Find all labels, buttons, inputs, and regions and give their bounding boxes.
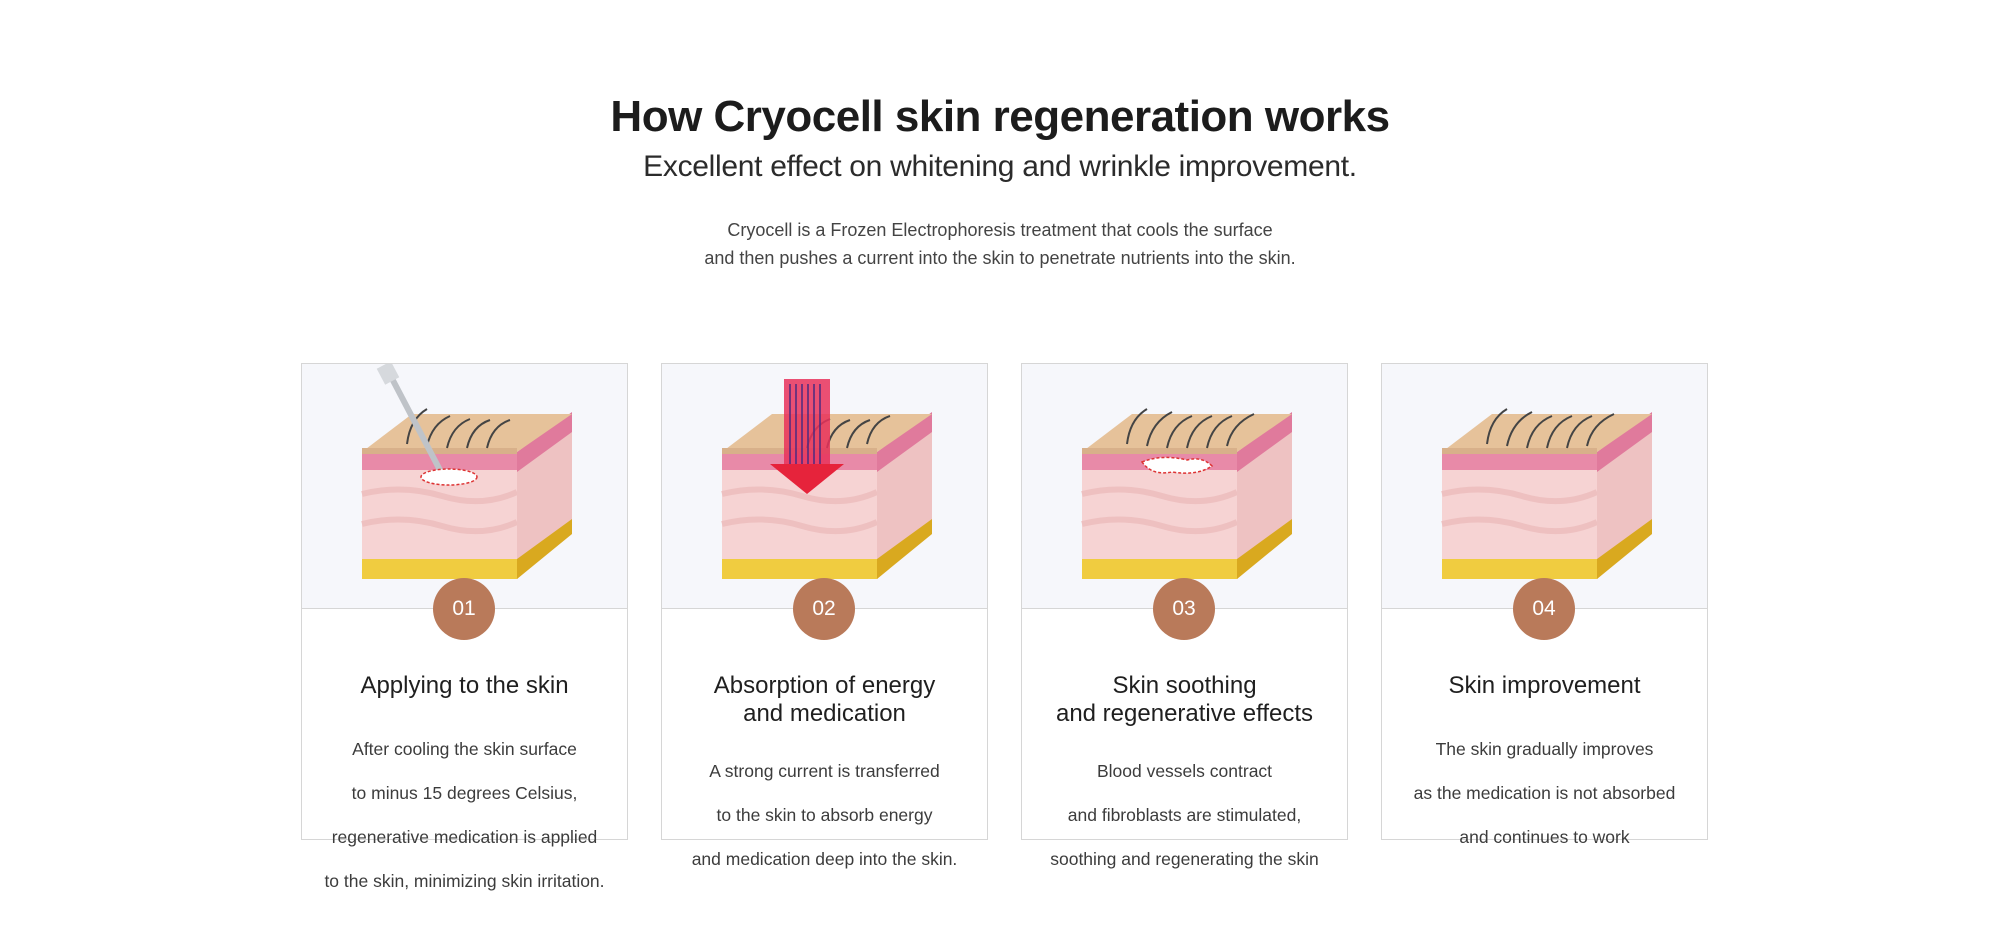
step-number-badge: 04 [1513,578,1575,640]
step-image-3 [1022,364,1347,609]
page-description: Cryocell is a Frozen Electrophoresis tre… [0,216,2000,272]
step-description: After cooling the skin surface to minus … [324,739,605,891]
step-title: Absorption of energy and medication [713,672,936,727]
step-title: Applying to the skin [360,672,569,699]
step-card-3: 03 Skin soothing and regenerative effect… [1021,363,1348,869]
step-title: Skin improvement [1448,672,1641,699]
step-number-badge: 02 [793,578,855,640]
steps-list: 01 Applying to the skin After cooling th… [301,363,1708,891]
step-description: A strong current is transferred to the s… [691,761,958,869]
step-number-badge: 01 [433,578,495,640]
step-card-2: 02 Absorption of energy and medication A… [661,363,988,869]
description-line: and then pushes a current into the skin … [704,248,1296,268]
step-card-4: 04 Skin improvement The skin gradually i… [1381,363,1708,847]
step-description: Blood vessels contract and fibroblasts a… [1050,761,1319,869]
page-title: How Cryocell skin regeneration works [610,92,1390,141]
description-line: Cryocell is a Frozen Electrophoresis tre… [727,220,1273,240]
skin-layers-with-applicator-icon [361,364,572,579]
step-card-1: 01 Applying to the skin After cooling th… [301,363,628,891]
skin-layers-with-regeneration-icon [1081,408,1292,579]
step-image-4 [1382,364,1707,609]
skin-layers-with-energy-arrow-icon [721,379,932,579]
step-number-badge: 03 [1153,578,1215,640]
step-image-2 [662,364,987,609]
page-subtitle: Excellent effect on whitening and wrinkl… [643,150,1357,183]
step-image-1 [302,364,627,609]
step-title: Skin soothing and regenerative effects [1055,672,1314,727]
skin-layers-improved-icon [1441,408,1652,579]
step-description: The skin gradually improves as the medic… [1413,739,1676,847]
